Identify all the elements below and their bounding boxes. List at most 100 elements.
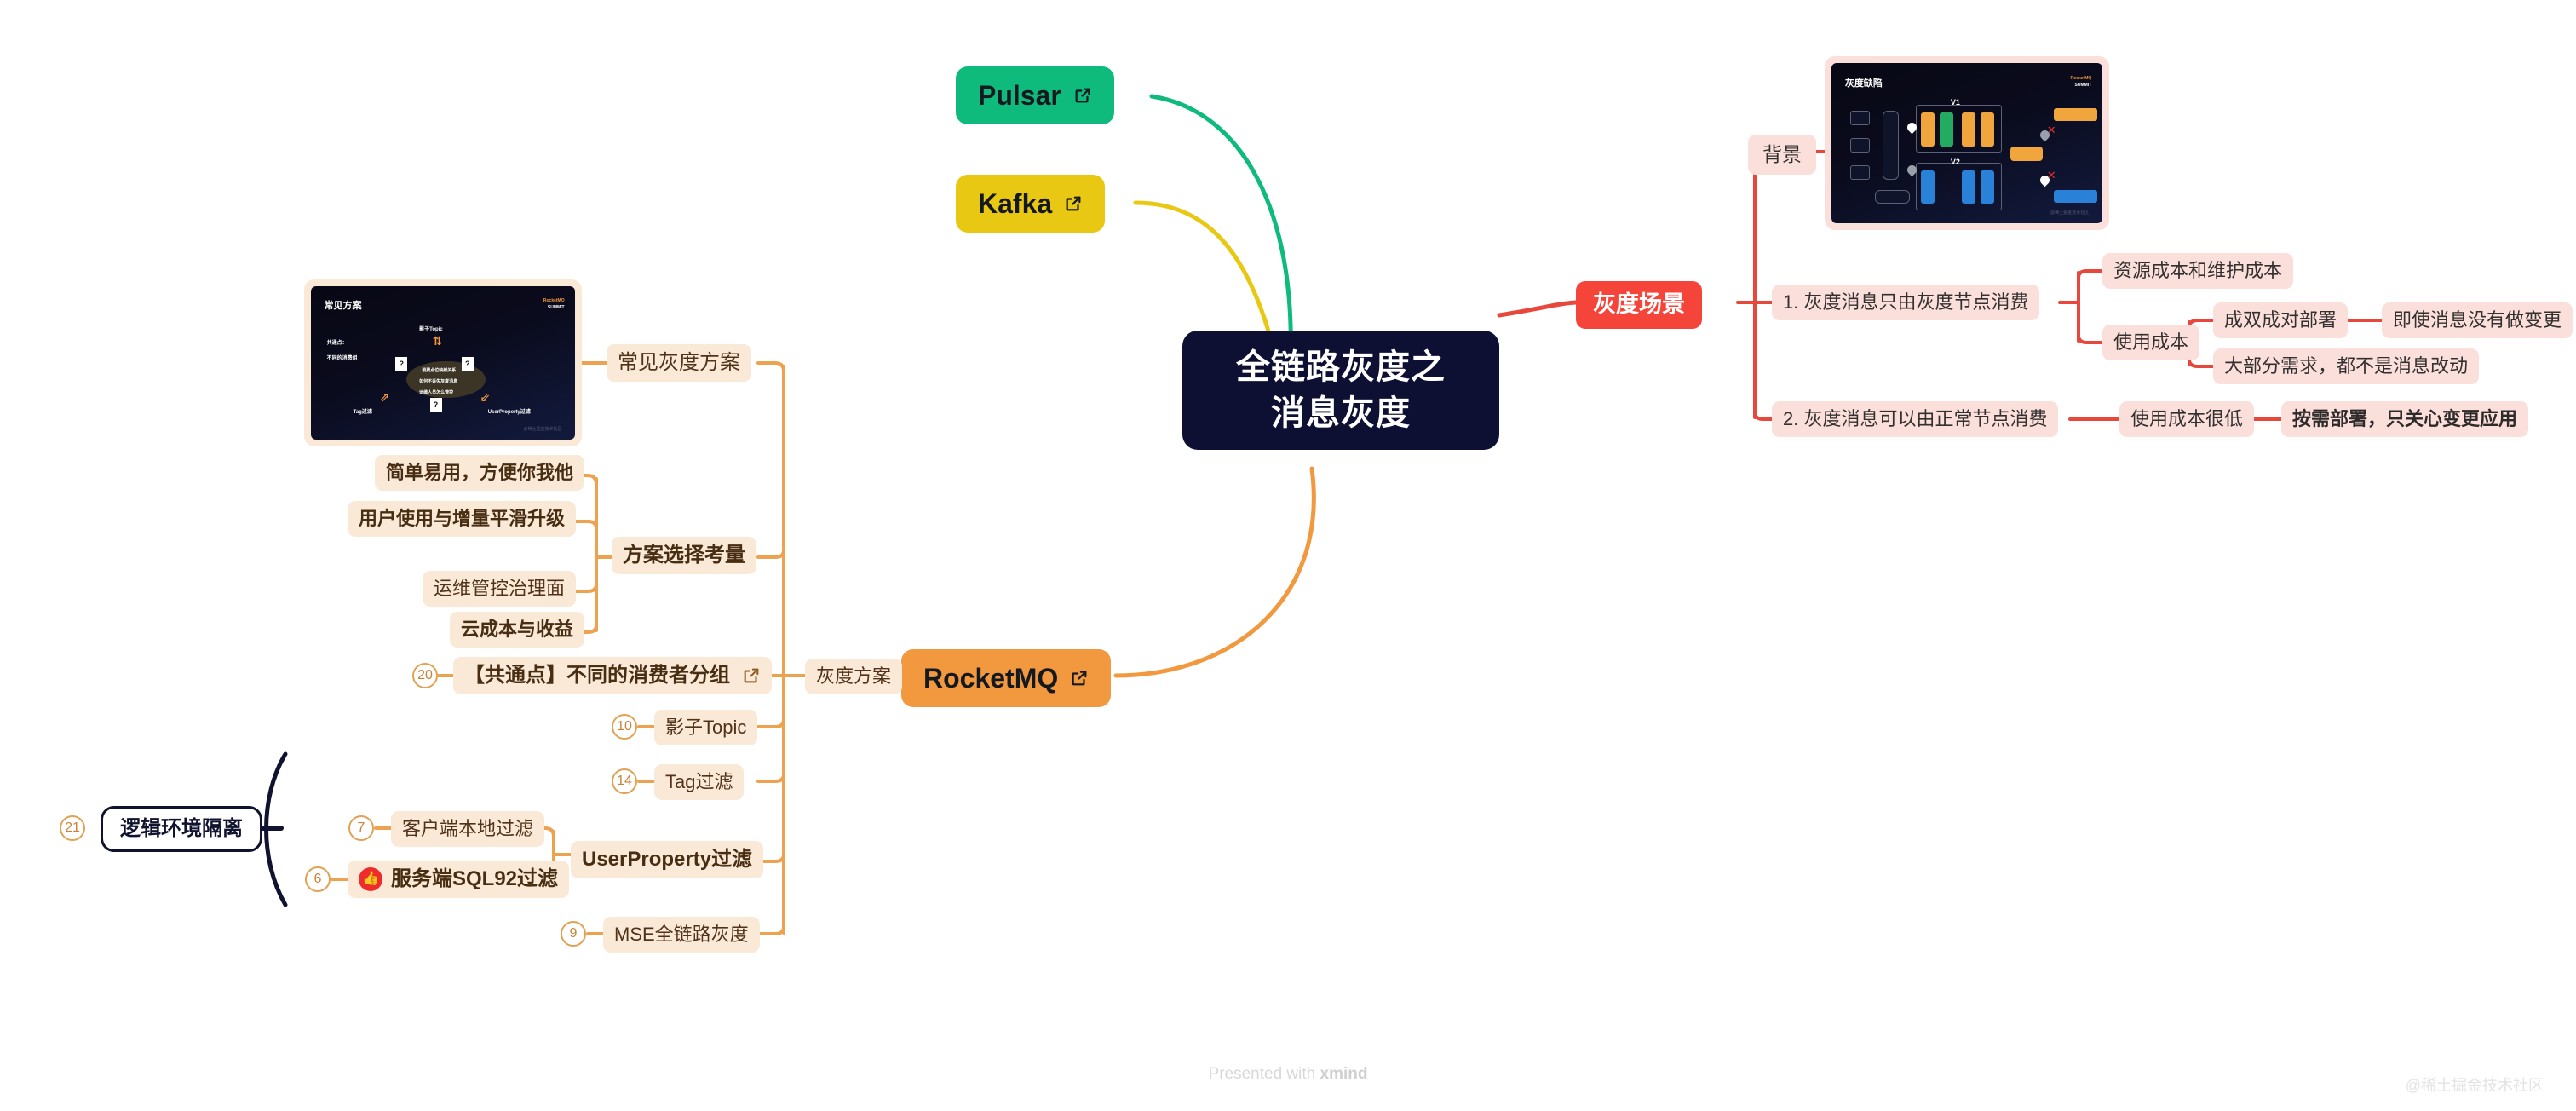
consideration-child-1-label: 简单易用，方便你我他 bbox=[386, 462, 574, 483]
badge-9: 9 bbox=[561, 921, 586, 947]
left-slide-center-line-2: 如何不丢失灰度消息 bbox=[419, 379, 458, 384]
v2-group bbox=[1915, 162, 2003, 210]
v2-svc-a bbox=[1920, 170, 1935, 204]
common-point-label: 【共通点】不同的消费者分组 bbox=[464, 664, 730, 687]
xmind-footer: Presented with xmind bbox=[0, 1065, 2576, 1084]
consideration-child-2-label: 用户使用与增量平滑升级 bbox=[359, 508, 566, 529]
common-point-node[interactable]: 【共通点】不同的消费者分组 bbox=[453, 657, 772, 694]
consideration-child-3[interactable]: 运维管控治理面 bbox=[423, 571, 577, 607]
usage-cost-node[interactable]: 使用成本 bbox=[2102, 325, 2200, 360]
consideration-child-4-label: 云成本与收益 bbox=[461, 619, 574, 640]
kafka-node[interactable]: Kafka bbox=[956, 175, 1106, 233]
tag-filter-node[interactable]: Tag过滤 bbox=[654, 764, 745, 800]
logical-isolation-label: 逻辑环境隔离 bbox=[120, 817, 243, 840]
most-demand-node[interactable]: 大部分需求，都不是消息改动 bbox=[2213, 348, 2480, 384]
left-slide-center-line-1: 消费点位映射关系 bbox=[422, 368, 457, 374]
userproperty-filter-label: UserProperty过滤 bbox=[582, 848, 753, 871]
left-slide-shadow-topic: 影子Topic bbox=[419, 327, 443, 332]
most-demand-label: 大部分需求，都不是消息改动 bbox=[2224, 355, 2469, 377]
external-link-icon[interactable] bbox=[1064, 194, 1083, 213]
low-usage-cost-node[interactable]: 使用成本很低 bbox=[2119, 401, 2255, 437]
right-slide-title: 灰度缺陷 bbox=[1844, 78, 1883, 89]
gateway-box bbox=[1883, 111, 1900, 181]
gray-v2-box bbox=[2053, 189, 2097, 203]
question-mark-1: ? bbox=[395, 356, 408, 371]
common-solution-node[interactable]: 常见灰度方案 bbox=[607, 344, 751, 382]
external-link-icon[interactable] bbox=[742, 666, 761, 685]
scene-item-1[interactable]: 1. 灰度消息只由灰度节点消费 bbox=[1772, 285, 2040, 320]
userproperty-filter-node[interactable]: UserProperty过滤 bbox=[571, 841, 764, 878]
mse-full-link-node[interactable]: MSE全链路灰度 bbox=[603, 917, 760, 953]
even-no-change-node[interactable]: 即使消息没有做变更 bbox=[2382, 302, 2573, 338]
gray-scene-label: 灰度场景 bbox=[1593, 291, 1685, 317]
scene-item-2-label: 2. 灰度消息可以由正常节点消费 bbox=[1783, 408, 2048, 429]
scene-item-2[interactable]: 2. 灰度消息可以由正常节点消费 bbox=[1772, 401, 2059, 437]
rocketmq-label: RocketMQ bbox=[923, 663, 1059, 694]
resource-cost-node[interactable]: 资源成本和维护成本 bbox=[2102, 253, 2294, 289]
common-solution-image-card[interactable]: 常见方案 RocketMQ SUMMIT 共通点： 不同的消费组 影子Topic… bbox=[304, 279, 582, 446]
client-pc bbox=[1850, 111, 1870, 126]
footer-brand: xmind bbox=[1320, 1065, 1368, 1083]
v2-svc-d bbox=[1980, 170, 1994, 204]
left-slide-userproperty-filter: UserProperty过滤 bbox=[487, 410, 531, 416]
gray-defect-image-card[interactable]: 灰度缺陷 RocketMQ SUMMIT V1 V2 bbox=[1825, 56, 2109, 230]
v2-svc-c bbox=[1961, 170, 1975, 204]
badge-7: 7 bbox=[348, 815, 374, 841]
pulsar-label: Pulsar bbox=[978, 80, 1061, 111]
gray-scene-node[interactable]: 灰度场景 bbox=[1576, 281, 1702, 329]
footer-prefix: Presented with bbox=[1208, 1065, 1320, 1083]
left-slide-tag-filter: Tag过滤 bbox=[353, 410, 372, 416]
consideration-node[interactable]: 方案选择考量 bbox=[612, 537, 756, 574]
badge-6: 6 bbox=[305, 866, 331, 892]
external-link-icon[interactable] bbox=[1073, 86, 1092, 105]
pulsar-node[interactable]: Pulsar bbox=[956, 66, 1114, 124]
scene-item-1-label: 1. 灰度消息只由灰度节点消费 bbox=[1783, 291, 2029, 313]
gray-plan-node[interactable]: 灰度方案 bbox=[805, 659, 903, 694]
background-node[interactable]: 背景 bbox=[1748, 135, 1816, 175]
v1-svc-b bbox=[1940, 112, 1954, 147]
client-local-filter-label: 客户端本地过滤 bbox=[402, 818, 534, 839]
normal-v1-box bbox=[2053, 107, 2097, 121]
left-slide-note-1: 共通点： bbox=[326, 341, 348, 347]
gray-plan-label: 灰度方案 bbox=[816, 665, 892, 687]
client-miniapp bbox=[1850, 165, 1870, 181]
root-node[interactable]: 全链路灰度之 消息灰度 bbox=[1182, 331, 1499, 450]
gray-defect-slide: 灰度缺陷 RocketMQ SUMMIT V1 V2 bbox=[1831, 63, 2102, 223]
left-slide-note-2: 不同的消费组 bbox=[326, 356, 358, 362]
root-line-2: 消息灰度 bbox=[1271, 394, 1411, 432]
v1-label: V1 bbox=[1950, 98, 1960, 107]
arrow-right-icon: ⇙ bbox=[480, 390, 491, 405]
registry-box bbox=[1874, 189, 1911, 204]
left-slide-center-line-3: 运维人员怎么管控 bbox=[419, 389, 454, 395]
rocketmq-node[interactable]: RocketMQ bbox=[901, 649, 1112, 707]
consideration-child-2[interactable]: 用户使用与增量平滑升级 bbox=[348, 501, 577, 537]
shadow-topic-label: 影子Topic bbox=[665, 717, 747, 738]
paired-deploy-node[interactable]: 成双成对部署 bbox=[2213, 302, 2349, 338]
logical-isolation-node[interactable]: 逻辑环境隔离 bbox=[101, 806, 262, 852]
usage-cost-label: 使用成本 bbox=[2113, 331, 2189, 353]
resource-cost-label: 资源成本和维护成本 bbox=[2113, 260, 2283, 281]
mse-full-link-label: MSE全链路灰度 bbox=[614, 924, 749, 945]
right-slide-watermark: @稀土掘金技术社区 bbox=[2050, 210, 2090, 216]
common-solution-slide: 常见方案 RocketMQ SUMMIT 共通点： 不同的消费组 影子Topic… bbox=[311, 286, 575, 440]
on-demand-deploy-label: 按需部署，只关心变更应用 bbox=[2292, 408, 2518, 429]
on-demand-deploy-node[interactable]: 按需部署，只关心变更应用 bbox=[2281, 401, 2529, 437]
page-watermark: @稀土掘金技术社区 bbox=[2405, 1077, 2544, 1094]
mq-box bbox=[2010, 146, 2044, 161]
paired-deploy-label: 成双成对部署 bbox=[2224, 309, 2337, 331]
client-local-filter-node[interactable]: 客户端本地过滤 bbox=[391, 811, 545, 847]
consideration-child-4[interactable]: 云成本与收益 bbox=[450, 612, 585, 648]
background-label: 背景 bbox=[1762, 143, 1802, 165]
shadow-topic-node[interactable]: 影子Topic bbox=[654, 710, 758, 745]
external-link-icon[interactable] bbox=[1070, 669, 1089, 688]
left-slide-title: 常见方案 bbox=[324, 301, 362, 312]
left-slide-brand: RocketMQ SUMMIT bbox=[543, 298, 565, 310]
arrow-up-down-icon: ⇅ bbox=[432, 333, 443, 348]
badge-14: 14 bbox=[612, 768, 637, 794]
server-sql92-filter-node[interactable]: 👍 服务端SQL92过滤 bbox=[348, 861, 570, 898]
left-slide-watermark: @稀土掘金技术社区 bbox=[523, 427, 562, 432]
consideration-child-1[interactable]: 简单易用，方便你我他 bbox=[375, 455, 585, 491]
badge-10: 10 bbox=[612, 714, 637, 740]
v1-svc-d bbox=[1980, 112, 1994, 147]
